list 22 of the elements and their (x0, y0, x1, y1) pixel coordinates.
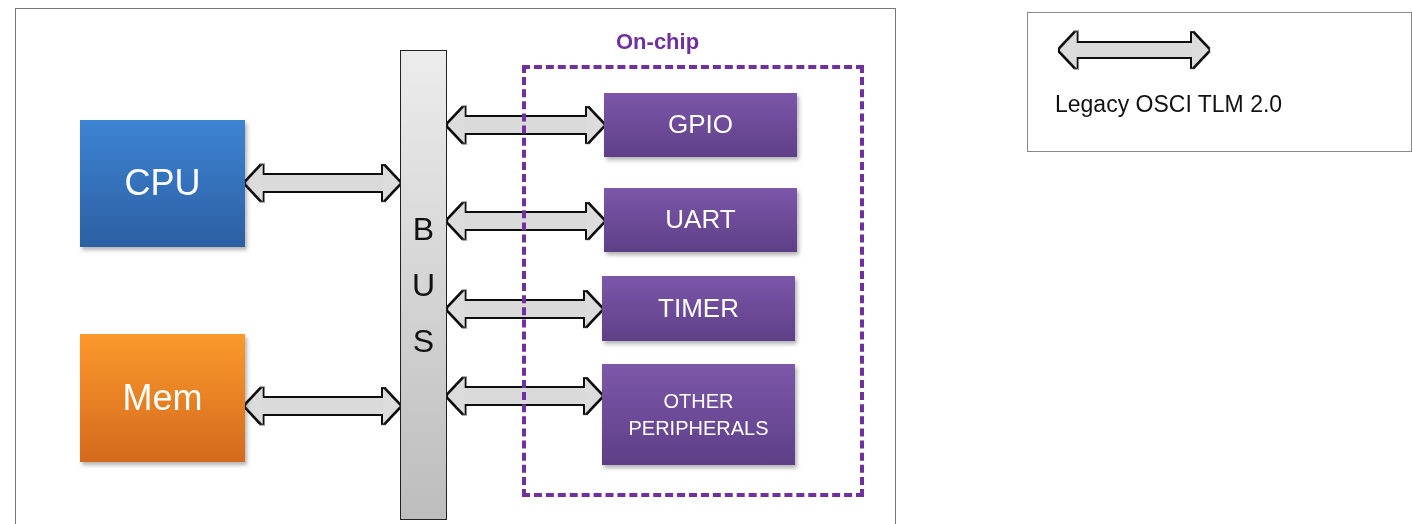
double-arrow (245, 388, 400, 424)
double-arrow (447, 107, 604, 143)
peripheral-box (604, 93, 797, 157)
double-arrow (447, 291, 602, 327)
peripheral-box (604, 188, 797, 252)
double-arrow (447, 378, 602, 414)
node-label: BUS (410, 210, 437, 361)
double-arrow (245, 165, 400, 201)
node-label: TIMER (657, 291, 740, 325)
bus-bar (400, 50, 447, 520)
double-arrow (447, 203, 604, 239)
component-box (80, 334, 245, 462)
node-label: GPIO (667, 108, 734, 142)
node-label: OTHER PERIPHERALS (627, 388, 770, 441)
node-label: UART (664, 203, 737, 237)
legend-label: Legacy OSCI TLM 2.0 (1055, 91, 1283, 118)
peripheral-box (602, 364, 795, 465)
node-label: CPU (123, 161, 202, 206)
peripheral-box (602, 276, 795, 341)
group-heading: On-chip (616, 29, 700, 55)
node-label: Mem (121, 375, 204, 420)
component-box (80, 120, 245, 247)
